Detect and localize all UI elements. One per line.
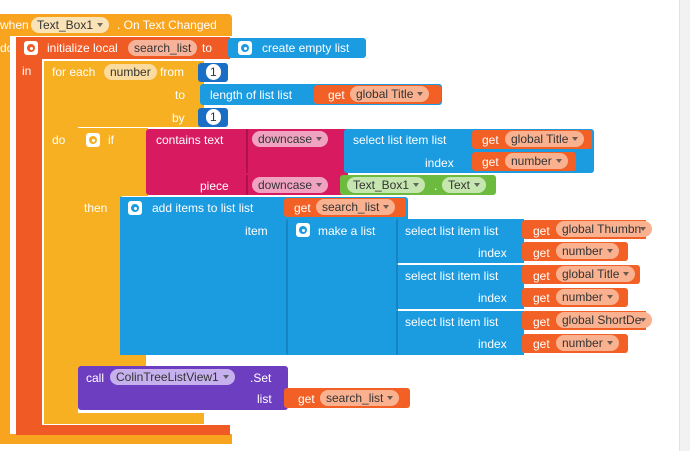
select-item-row-3[interactable] [396, 311, 524, 355]
for-each-block-bottom [44, 413, 204, 424]
event-block-body [0, 14, 10, 442]
get-number-label: get [482, 155, 499, 169]
event-when-label: when [0, 18, 29, 32]
create-empty-list-block[interactable] [228, 38, 366, 58]
select-item-row-1[interactable] [396, 219, 524, 263]
if-mutator-icon[interactable] [86, 133, 100, 147]
row1-select-label: select list item list [405, 224, 499, 238]
make-a-list-block[interactable] [286, 219, 398, 355]
select-list-item-label: select list item list [353, 133, 447, 147]
row1-index-label: index [478, 246, 507, 260]
get-search-list-dropdown[interactable]: search_list [316, 199, 396, 215]
init-local-label: initialize local [47, 41, 118, 55]
row3-list-dropdown[interactable]: global ShortDe [556, 312, 652, 328]
for-each-block-body [44, 61, 78, 424]
make-list-mutator-icon[interactable] [296, 223, 310, 237]
by-label: by [172, 111, 185, 125]
get-label: get [328, 88, 345, 102]
for-each-do-label: do [52, 133, 66, 147]
if-block-bottom [78, 354, 146, 366]
textbox-component-dropdown[interactable]: Text_Box1 [347, 177, 426, 193]
call-component-dropdown[interactable]: ColinTreeListView1 [110, 369, 235, 385]
row1-get-index-label: get [533, 246, 550, 260]
row2-index-dropdown[interactable]: number [556, 289, 619, 305]
for-each-label: for each [52, 65, 96, 79]
row3-get-label: get [533, 315, 550, 329]
event-block-bottom [0, 434, 232, 444]
call-get-var-dropdown[interactable]: search_list [320, 390, 400, 406]
init-to-label: to [202, 41, 213, 55]
downcase-dropdown-2[interactable]: downcase [252, 177, 329, 193]
index-label: index [425, 156, 454, 170]
contains-text-label: contains text [156, 133, 224, 147]
call-label: call [86, 371, 105, 385]
item-label: item [245, 224, 268, 238]
create-empty-list-label: create empty list [262, 41, 350, 55]
row3-index-label: index [478, 337, 507, 351]
init-local-var-name[interactable]: search_list [128, 40, 198, 56]
by-number-value[interactable]: 1 [206, 109, 221, 125]
init-do-label: do [0, 41, 14, 55]
row2-list-dropdown[interactable]: global Title [556, 266, 636, 282]
get-search-list-label: get [294, 201, 311, 215]
select-item-row-2[interactable] [396, 265, 524, 309]
then-label: then [84, 201, 108, 215]
row2-get-index-label: get [533, 291, 550, 305]
row3-index-dropdown[interactable]: number [556, 335, 619, 351]
to-label: to [175, 88, 186, 102]
call-list-label: list [257, 392, 272, 406]
add-items-block-body [120, 197, 288, 355]
get-title-label: get [482, 133, 499, 147]
init-in-label: in [22, 64, 32, 78]
if-block-body [78, 128, 122, 372]
row2-index-label: index [478, 291, 507, 305]
workspace-scrollbar[interactable] [679, 0, 690, 451]
add-items-label: add items to list list [152, 201, 254, 215]
event-name-label: . On Text Changed [117, 18, 217, 32]
textbox-dot: . [434, 179, 438, 193]
length-of-list-label: length of list list [210, 88, 293, 102]
row3-select-label: select list item list [405, 315, 499, 329]
downcase-dropdown-1[interactable]: downcase [252, 131, 329, 147]
event-component-dropdown[interactable]: Text_Box1 [31, 17, 110, 33]
init-local-block-body [16, 37, 42, 435]
get-title-dropdown[interactable]: global Title [505, 131, 585, 147]
textbox-property-dropdown[interactable]: Text [442, 177, 487, 193]
row2-get-label: get [533, 269, 550, 283]
get-number-dropdown[interactable]: number [505, 153, 568, 169]
from-number-value[interactable]: 1 [206, 64, 221, 80]
init-local-mutator-icon[interactable] [24, 41, 38, 55]
piece-label: piece [200, 179, 229, 193]
row2-select-label: select list item list [405, 269, 499, 283]
make-a-list-label: make a list [318, 224, 376, 238]
create-list-mutator-icon[interactable] [238, 41, 252, 55]
init-local-block-bottom [16, 425, 230, 435]
if-label: if [108, 133, 114, 147]
row1-index-dropdown[interactable]: number [556, 243, 619, 259]
from-label: from [160, 65, 184, 79]
call-get-label: get [298, 392, 315, 406]
call-method-label: .Set [250, 371, 272, 385]
add-items-mutator-icon[interactable] [128, 201, 142, 215]
for-each-var-name[interactable]: number [104, 64, 157, 80]
row1-list-dropdown[interactable]: global Thumbn [556, 221, 652, 237]
row1-get-label: get [533, 224, 550, 238]
get-var-dropdown[interactable]: global Title [350, 86, 430, 102]
row3-get-index-label: get [533, 337, 550, 351]
